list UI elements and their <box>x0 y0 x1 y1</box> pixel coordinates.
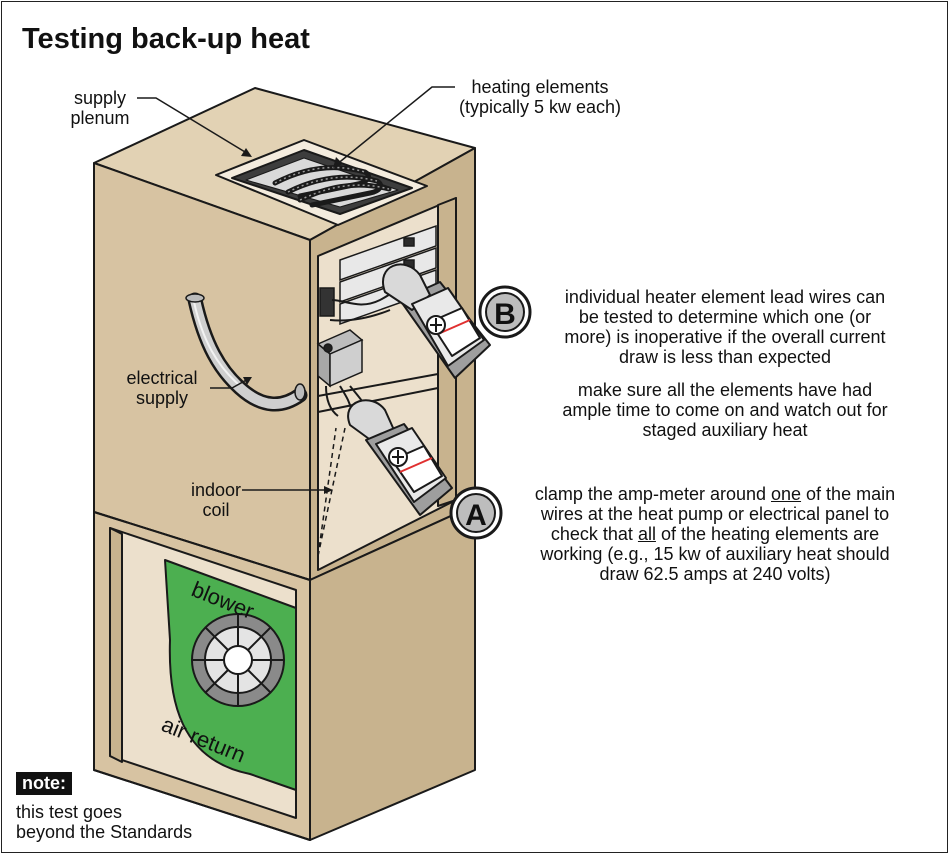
indoor-coil-label: indoor coil <box>176 480 256 520</box>
callout-a-line-3: check that all of the heating elements a… <box>500 524 930 544</box>
marker-b: B <box>478 285 532 339</box>
callout-b-extra-line-1: make sure all the elements have had <box>577 380 873 400</box>
supply-plenum-label: supply plenum <box>60 88 140 128</box>
note-line-1: this test goes <box>16 802 123 822</box>
clamp-meter-a <box>347 399 453 516</box>
conduit-cut-end <box>185 293 306 401</box>
callout-b-text: individual heater element lead wires can… <box>528 287 922 367</box>
supply-plenum-line-1: supply <box>73 88 127 108</box>
electrical-supply-conduit <box>187 292 308 412</box>
marker-a-letter: A <box>465 499 487 532</box>
panel-divider <box>317 373 439 397</box>
callout-a-line-4: working (e.g., 15 kw of auxiliary heat s… <box>540 544 890 564</box>
note-line-2: beyond the Standards <box>16 822 193 842</box>
heating-elements-line-2: (typically 5 kw each) <box>458 97 622 117</box>
clamp-meter-b <box>382 263 491 379</box>
leader-supply-plenum <box>137 97 251 156</box>
leader-heating-elements <box>335 86 455 166</box>
callout-a-text: clamp the amp-meter around one of the ma… <box>500 484 930 584</box>
callout-a-underlined-all: all <box>637 524 656 544</box>
callout-a-line-3-end: of the heating elements are <box>655 524 880 544</box>
junction-box <box>316 329 364 388</box>
callout-b-extra-line-2: ample time to come on and watch out for <box>562 400 888 420</box>
callout-a-underlined-one: one <box>771 484 802 504</box>
leader-arrowheads <box>241 148 343 494</box>
leader-electrical-supply <box>210 377 251 389</box>
indoor-coil-line-1: indoor <box>190 480 242 500</box>
marker-b-letter: B <box>494 298 516 331</box>
note-text: this test goes beyond the Standards <box>16 802 246 842</box>
electrical-supply-label: electrical supply <box>112 368 212 408</box>
callout-a-line-2: wires at the heat pump or electrical pan… <box>540 504 890 524</box>
panel-divider-2 <box>317 387 439 413</box>
marker-a: A <box>449 486 503 540</box>
blower-assembly <box>164 559 297 791</box>
indoor-coil-line-2: coil <box>202 500 230 520</box>
heating-elements-line-1: heating elements <box>471 77 609 97</box>
callout-a-line-3-start: check that <box>550 524 638 544</box>
callout-b-line-4: draw is less than expected <box>618 347 832 367</box>
callout-a-line-1: clamp the amp-meter around one of the ma… <box>500 484 930 504</box>
electrical-supply-line-1: electrical <box>126 368 198 388</box>
supply-plenum-line-2: plenum <box>70 108 130 128</box>
electrical-supply-line-2: supply <box>135 388 189 408</box>
note-badge: note: <box>16 772 72 795</box>
callout-b-line-3: more) is inoperative if the overall curr… <box>564 327 886 347</box>
heating-element-coils-highlight <box>274 166 390 201</box>
blower-hub <box>223 645 253 675</box>
page-title: Testing back-up heat <box>22 23 310 55</box>
return-opening-side <box>109 527 123 763</box>
leader-lines <box>137 86 455 491</box>
callout-b-extra-line-3: staged auxiliary heat <box>642 420 808 440</box>
callout-b-extra-text: make sure all the elements have had ampl… <box>528 380 922 440</box>
callout-b-line-1: individual heater element lead wires can <box>564 287 886 307</box>
callout-b-line-2: be tested to determine which one (or <box>578 307 872 327</box>
callout-a-line-1-end: of the main <box>801 484 896 504</box>
return-opening-frame <box>93 511 311 841</box>
callout-a-line-1-start: clamp the amp-meter around <box>534 484 771 504</box>
heating-elements-label: heating elements (typically 5 kw each) <box>430 77 650 117</box>
callout-a-line-5: draw 62.5 amps at 240 volts) <box>599 564 831 584</box>
